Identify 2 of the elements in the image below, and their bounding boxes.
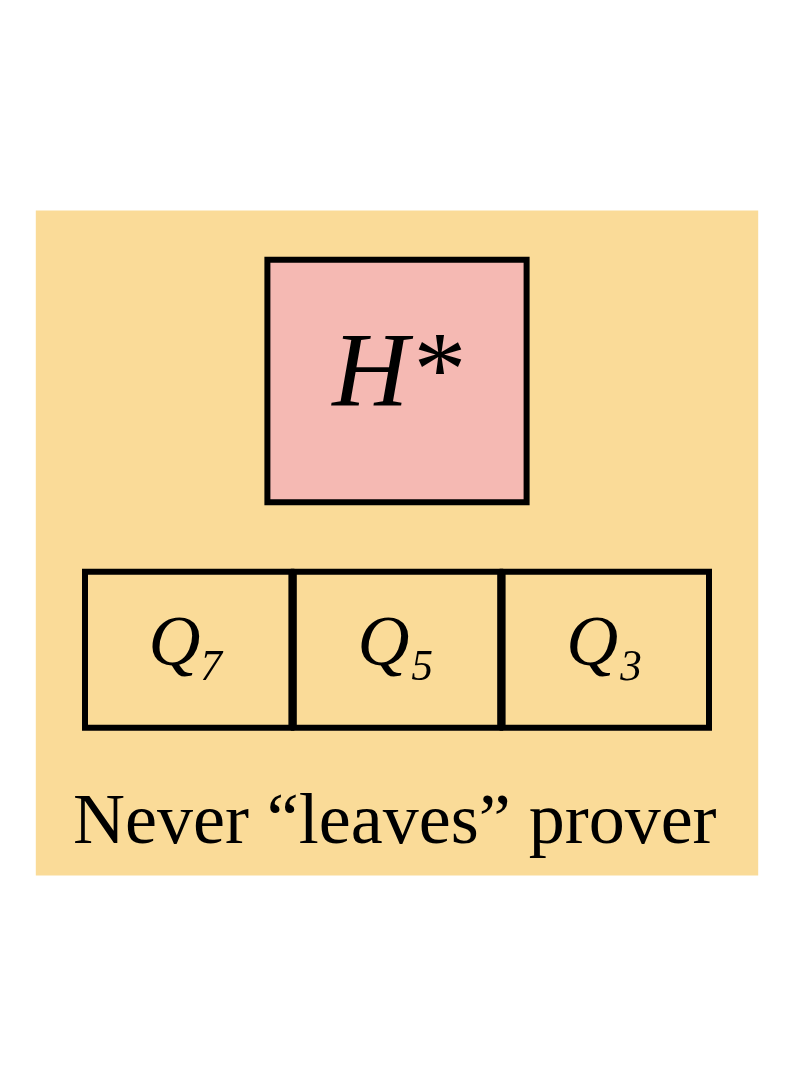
node-box: H* bbox=[264, 256, 530, 506]
node-box: Q₃ bbox=[499, 568, 712, 731]
